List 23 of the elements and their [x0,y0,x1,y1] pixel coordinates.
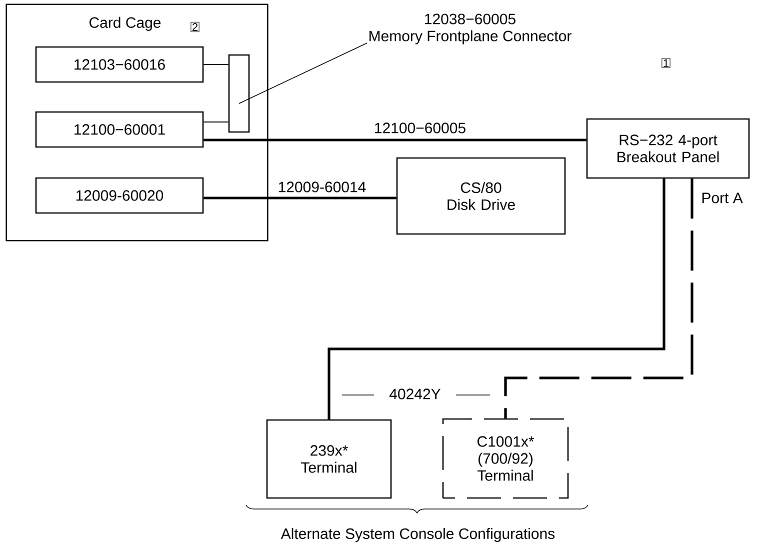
cable-line [204,196,396,200]
cable-line [204,138,586,142]
cable-label: 40242Y [342,388,490,400]
terminal-box: 239x* Terminal [266,419,392,499]
edge-label: 12100−60005 [372,122,468,134]
cable-line [204,64,228,66]
edge-label: Port A [700,192,744,204]
cable-line [328,178,666,420]
connector-label: 12038−60005 Memory Frontplane Connector [370,14,572,44]
callout-number: 1 [662,58,670,68]
caption-text: Alternate System Console Configurations [280,528,555,542]
disk-drive-box: CS/80 Disk Drive [396,157,566,235]
edge-label: 12009-60014 [276,180,368,194]
terminal-box: C1001x* (700/92) Terminal [442,418,569,499]
cable-line [504,178,694,418]
breakout-panel-box: RS−232 4-port Breakout Panel [586,118,750,179]
card-box: 12103−60016 [35,46,204,83]
cable-line [204,121,228,123]
leader-line [238,42,368,104]
card-box: 12100−60001 [35,111,204,148]
callout-number: 2 [190,22,200,32]
card-box: 12009-60020 [35,177,204,214]
connector-bar [228,54,250,133]
